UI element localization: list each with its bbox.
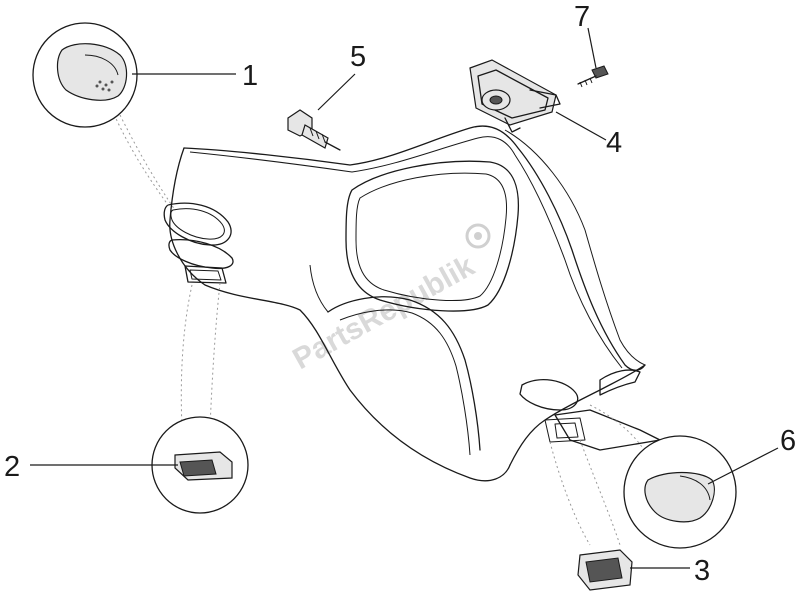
handlebar-cover-body (163, 125, 661, 482)
callout-3: 3 (694, 555, 710, 587)
callout-2: 2 (4, 451, 20, 483)
button-texture (95, 80, 114, 92)
watermark-gear-icon (465, 223, 491, 249)
wire-cable (504, 129, 646, 366)
callout-1: 1 (242, 60, 258, 92)
part-4-switch-housing (469, 59, 561, 133)
watermark-text: PartsRepublik (287, 249, 480, 376)
callout-4: 4 (606, 127, 622, 159)
callout-7: 7 (574, 1, 590, 33)
callout-labels: 1 2 3 4 5 6 7 (4, 1, 796, 587)
callout-5: 5 (350, 41, 366, 73)
leader-lines (30, 27, 779, 569)
switch-button-part-1 (56, 43, 128, 101)
part-7-screw (577, 65, 609, 88)
detail-guide-lines (111, 109, 651, 546)
detail-circle-part-3 (577, 549, 633, 591)
part-5-sensor-screw (287, 109, 341, 151)
switch-button-part-6 (644, 471, 715, 523)
callout-6: 6 (780, 425, 796, 457)
detail-circle-part-1 (32, 22, 138, 128)
detail-circle-part-6 (623, 435, 737, 549)
